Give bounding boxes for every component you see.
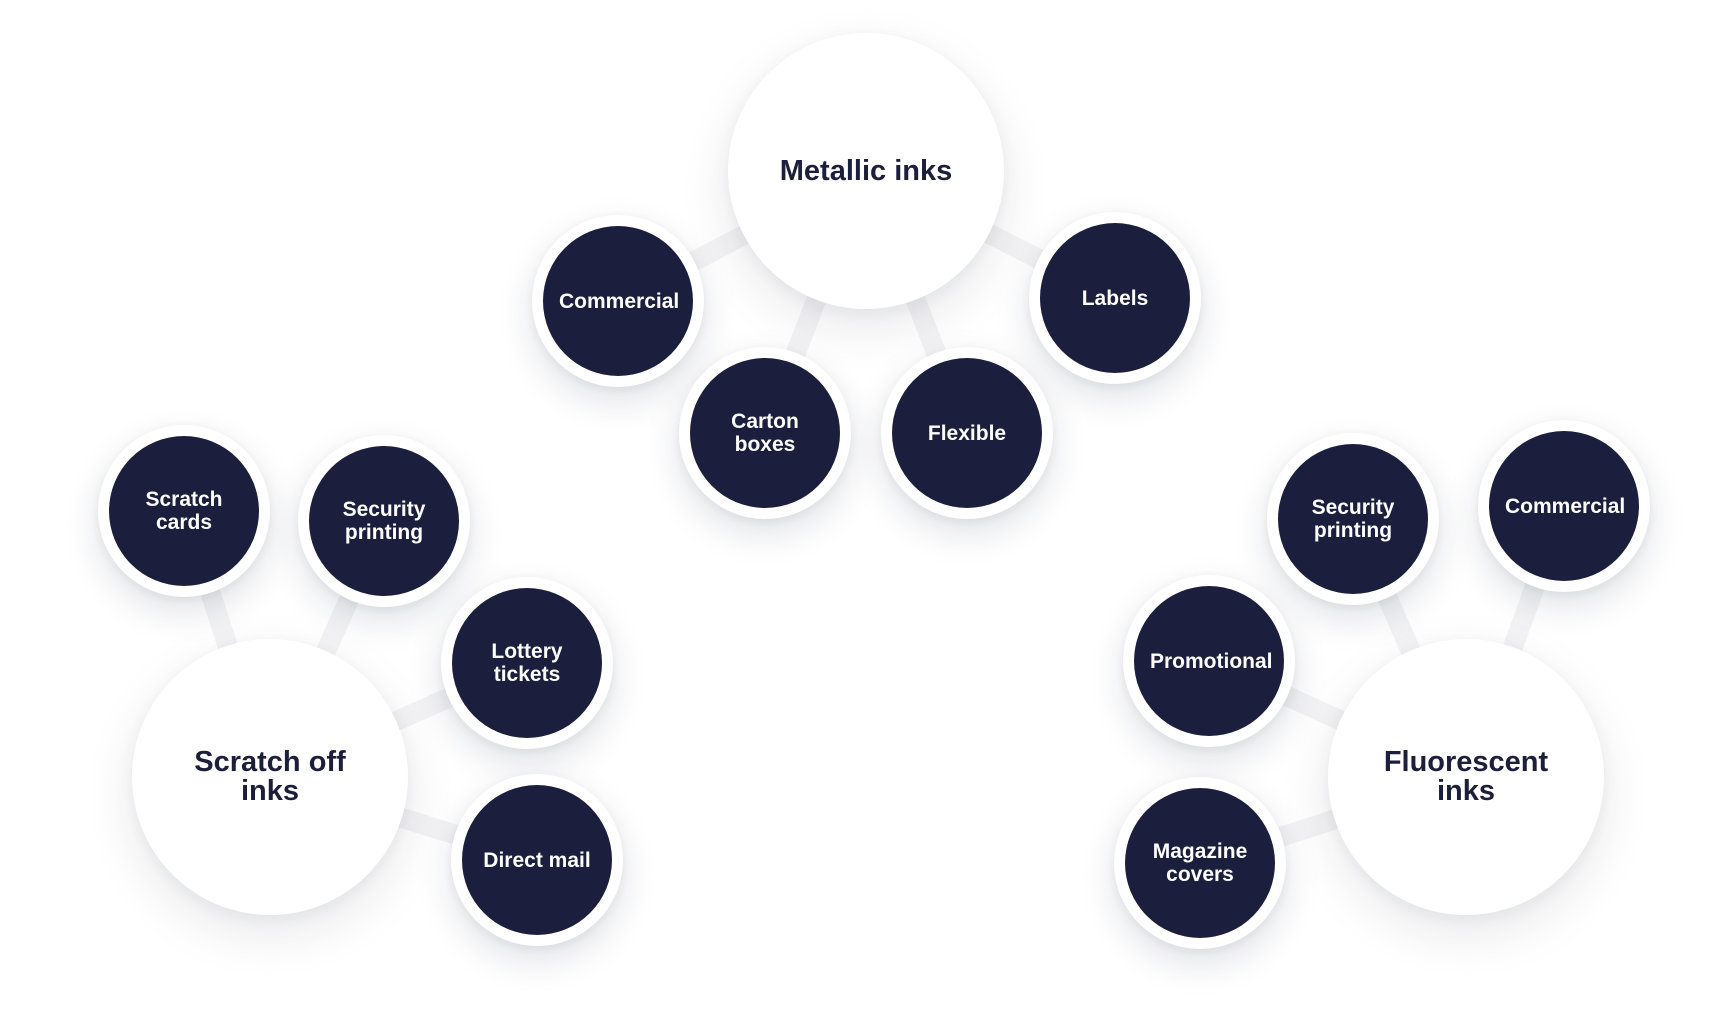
leaf-fluorescent-promotional: Promotional [1134, 586, 1284, 736]
leaf-label: Carton boxes [731, 410, 799, 456]
hub-metallic: Metallic inks [728, 33, 1004, 309]
leaf-label: Lottery tickets [491, 640, 563, 686]
leaf-scratch-direct-mail: Direct mail [462, 785, 612, 935]
leaf-label: Direct mail [483, 848, 591, 872]
leaf-label: Security printing [342, 498, 426, 544]
leaf-label: Security printing [1311, 496, 1395, 542]
leaf-fluorescent-commercial: Commercial [1489, 431, 1639, 581]
leaf-scratch-scratch-cards: Scratch cards [109, 436, 259, 586]
leaf-label: Commercial [1505, 494, 1626, 518]
leaf-fluorescent-security-printing: Security printing [1278, 444, 1428, 594]
leaf-scratch-security-printing: Security printing [309, 446, 459, 596]
hub-label-fluorescent: Fluorescent inks [1383, 746, 1549, 807]
leaf-label: Flexible [927, 421, 1007, 445]
leaf-metallic-labels: Labels [1040, 223, 1190, 373]
leaf-label: Magazine covers [1152, 840, 1248, 886]
leaf-label: Labels [1081, 286, 1149, 310]
hub-label-metallic: Metallic inks [779, 154, 953, 187]
hub-label-scratch: Scratch off inks [194, 746, 346, 807]
leaf-metallic-carton-boxes: Carton boxes [690, 358, 840, 508]
leaf-label: Promotional [1150, 649, 1273, 673]
leaf-metallic-commercial: Commercial [543, 226, 693, 376]
leaf-label: Scratch cards [145, 488, 223, 534]
leaf-label: Commercial [559, 289, 680, 313]
leaf-scratch-lottery-tickets: Lottery tickets [452, 588, 602, 738]
leaf-fluorescent-magazine-covers: Magazine covers [1125, 788, 1275, 938]
hub-scratch: Scratch off inks [132, 639, 408, 915]
leaf-metallic-flexible: Flexible [892, 358, 1042, 508]
hub-fluorescent: Fluorescent inks [1328, 639, 1604, 915]
